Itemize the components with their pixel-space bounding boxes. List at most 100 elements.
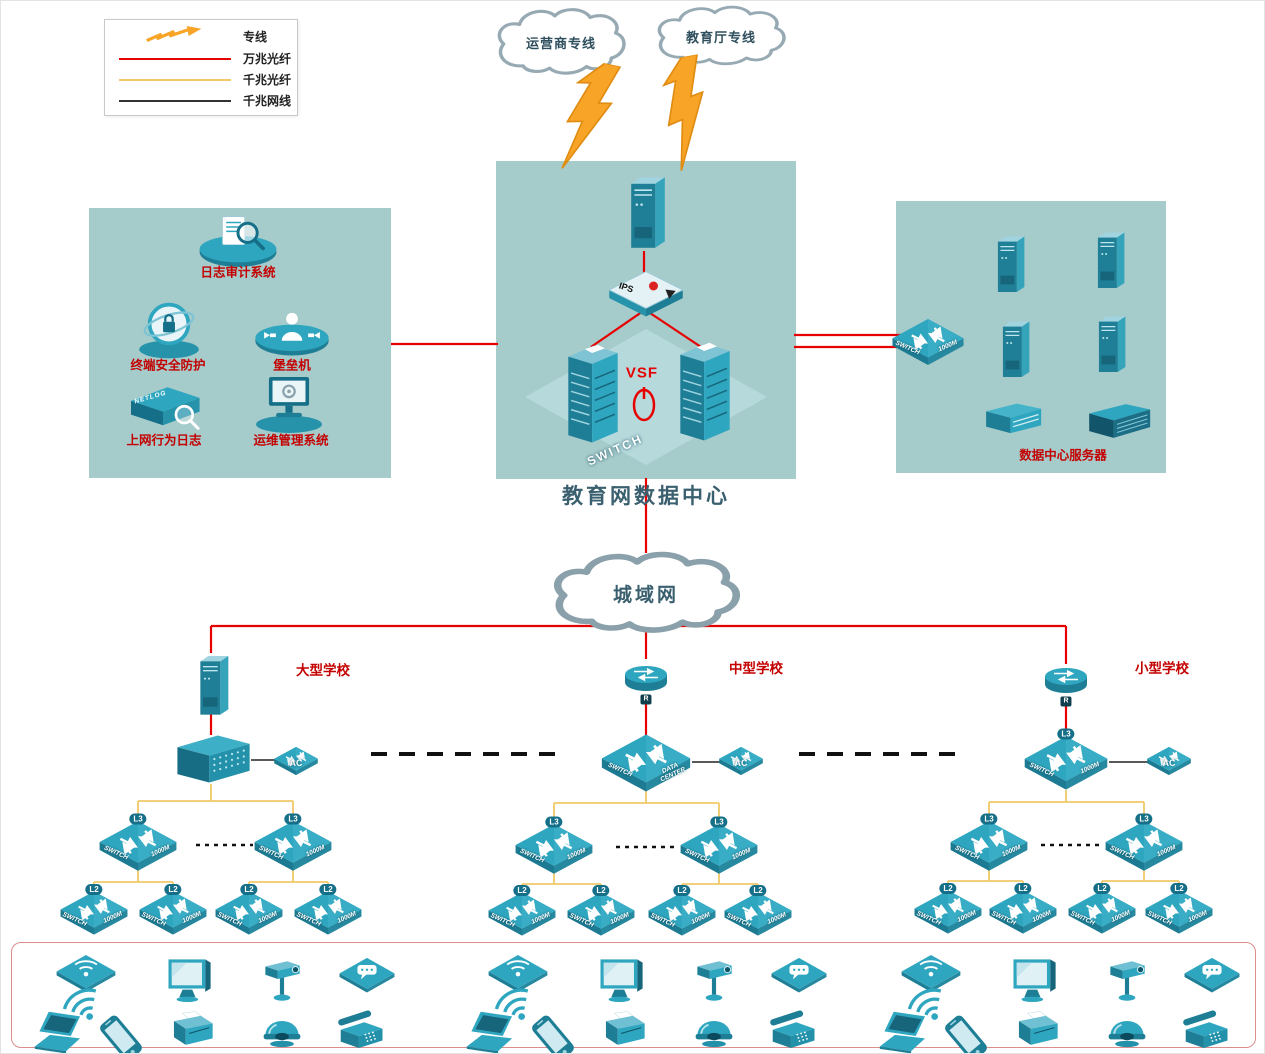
datacenter-chassis-server [1085,400,1153,442]
datacenter-rack-server [981,401,1045,437]
switch-tier-badge: L2 [1170,883,1188,894]
router-badge: R [1060,696,1072,707]
school-large-core-device [169,732,253,786]
legend-label: 千兆光纤 [243,73,292,87]
switch-tier-badge: L3 [129,813,147,825]
dome-camera-icon [1104,1016,1150,1049]
education-line-cloud: 教育厅专线 [646,3,796,69]
legend-label: 万兆光纤 [243,52,292,66]
switch-tier-badge: L3 [710,816,728,828]
school-small-router: R [1041,664,1091,707]
bastion-host-label: 堡垒机 [273,358,311,373]
carrier-line-cloud: 运营商专线 [486,5,636,79]
im-chat-icon [769,950,829,993]
switch-tier-badge: L2 [240,884,258,895]
school-medium-label: 中型学校 [729,661,783,676]
school-small-l3-switch-2: L3 SWITCH 1000M [1104,813,1184,873]
switch-tier-badge: AC [734,758,748,768]
school-large-gateway-tower [191,651,231,718]
switch-tier-badge: L2 [673,885,691,896]
lightning-line-icon [119,26,231,46]
school-large-label: 大型学校 [296,663,350,678]
legend-label: 千兆网线 [243,94,292,108]
router-badge: R [640,694,652,705]
switch-tier-badge: L2 [319,884,337,895]
laptop-icon [29,1011,87,1054]
legend: 专线 万兆光纤 千兆光纤 千兆网线 [104,19,298,116]
im-chat-icon [1182,950,1242,993]
switch-tier-badge: L3 [545,816,563,828]
dome-camera-icon [691,1016,737,1049]
ips-device: IPS [607,270,685,319]
datacenter-server-3 [994,317,1032,380]
ptz-camera-icon [1101,956,1153,1004]
school-small-l3-switch-1: L3 SWITCH 1000M [949,813,1029,873]
switch-tier-badge: L3 [980,813,998,825]
school-medium-l2-switch-1: L2 SWITCH 1000M [487,885,557,937]
ips-status-icon [649,281,659,291]
switch-tier-badge: L2 [592,885,610,896]
school-medium-ac-controller: AC [718,746,764,776]
school-small-l2-switch-4: L2 SWITCH 1000M [1144,883,1214,935]
school-large-l2-switch-3: L2 SWITCH 1000M [214,884,284,936]
printer-icon [594,1012,648,1054]
datacenter-title: 教育网数据中心 [562,484,730,508]
ptz-camera-icon [688,956,740,1004]
switch-tier-badge: L2 [1093,883,1111,894]
desktop-monitor-icon [594,956,648,1006]
telephone-icon [1178,1011,1232,1054]
yellow-line-sample [119,78,231,81]
desktop-monitor-icon [162,956,216,1006]
school-small-l2-switch-3: L2 SWITCH 1000M [1067,883,1137,935]
telephone-icon [333,1011,387,1054]
switch-tier-badge: AC [289,758,303,768]
legend-row-10g-fiber: 万兆光纤 [105,50,297,67]
datacenter-server-1 [989,232,1027,295]
printer-icon [1007,1012,1061,1054]
school-small-l2-switch-2: L2 SWITCH 1000M [988,883,1058,935]
printer-icon [162,1012,216,1054]
switch-tier-badge: L2 [164,884,182,895]
vsf-core-switch-left [561,340,625,450]
log-audit-system-label: 日志审计系统 [200,265,276,280]
school-small-core-switch: L3 SWITCH 1000M [1023,728,1109,792]
school-medium-router: R [621,662,671,705]
desktop-monitor-icon [1007,956,1061,1006]
terminal-security-label: 终端安全防护 [130,358,206,373]
legend-row-1g-cable: 千兆网线 [105,92,297,109]
school-medium-l2-switch-3: L2 SWITCH 1000M [647,885,717,937]
im-chat-icon [337,950,397,993]
legend-row-dedicated-line: 专线 [105,26,297,46]
school-medium-core-switch: SWITCH DATA CENTER [600,733,692,794]
dome-camera-icon [259,1016,305,1049]
metro-network-cloud: 城域网 [539,549,754,637]
school-medium-l2-switch-2: L2 SWITCH 1000M [566,885,636,937]
ptz-camera-icon [256,956,308,1004]
red-line-sample [119,57,231,60]
ops-management-label: 运维管理系统 [253,433,329,448]
school-large-l2-switch-2: L2 SWITCH 1000M [138,884,208,936]
school-large-l3-switch-2: L3 SWITCH 1000M [253,813,333,873]
ops-management-icon [246,374,332,436]
metro-network-cloud-label: 城域网 [612,584,679,606]
dc-server-zone-switch: SWITCH 1000M [891,318,965,367]
switch-tier-badge: L2 [85,884,103,895]
laptop-icon [874,1011,932,1054]
education-line-cloud-label: 教育厅专线 [685,29,756,45]
school-medium-l2-switch-4: L2 SWITCH 1000M [723,885,793,937]
legend-label: 专线 [243,29,268,44]
school-large-l3-switch-1: L3 SWITCH 1000M [98,813,178,873]
bastion-host-icon [248,306,336,359]
switch-tier-badge: L3 [284,813,302,825]
legend-row-1g-fiber: 千兆光纤 [105,71,297,88]
laptop-icon [461,1011,519,1054]
school-large-l2-switch-1: L2 SWITCH 1000M [59,884,129,936]
carrier-line-cloud-label: 运营商专线 [525,35,596,51]
datacenter-server-4 [1090,312,1128,375]
school-small-l2-switch-1: L2 SWITCH 1000M [913,883,983,935]
school-small-ac-controller: AC [1146,746,1192,776]
switch-tier-badge: L2 [939,883,957,894]
switch-tier-badge: L3 [1135,813,1153,825]
black-line-sample [119,99,231,102]
school-medium-l3-switch-2: L3 SWITCH 1000M [679,816,759,876]
